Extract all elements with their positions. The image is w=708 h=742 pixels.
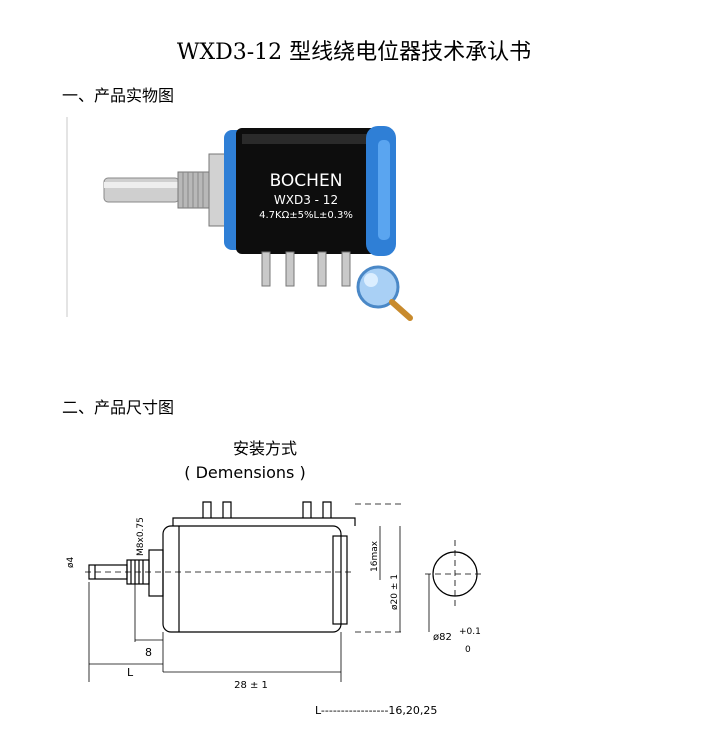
dim-shaft-dia: ø4 — [66, 556, 76, 568]
model-label: WXD3 - 12 — [274, 193, 338, 207]
product-photo: BOCHEN WXD3 - 12 4.7KΩ±5%L±0.3% — [66, 117, 413, 321]
dimension-drawing: 安装方式 ( Demensions ) ø4 M8x0.75 8 L 28 ± … — [66, 439, 485, 717]
dim-tol-upper: +0.1 — [459, 627, 481, 637]
section-heading-photo: 一、产品实物图 — [62, 86, 175, 105]
length-legend: L-----------------16,20,25 — [315, 704, 437, 717]
brand-label: BOCHEN — [270, 171, 343, 191]
drawing-caption-cn: 安装方式 — [233, 439, 297, 458]
dim-tol-lower: 0 — [465, 645, 471, 655]
drawing-body — [162, 525, 342, 633]
drawing-caption-en: ( Demensions ) — [184, 463, 305, 482]
magnifier-icon[interactable] — [356, 265, 413, 321]
dim-round-dia: ø82 — [433, 632, 452, 643]
dim-bushing: 8 — [145, 646, 152, 659]
dim-terminal-height: 16max — [370, 540, 380, 572]
document-title: WXD3-12 型线绕电位器技术承认书 — [176, 40, 532, 65]
body — [236, 128, 376, 254]
dim-body-length: 28 ± 1 — [234, 680, 268, 691]
spec-label: 4.7KΩ±5%L±0.3% — [259, 210, 353, 221]
dim-thread: M8x0.75 — [136, 517, 146, 556]
threaded-bushing — [177, 153, 226, 227]
terminals — [261, 251, 351, 287]
dim-length-label: L — [127, 666, 134, 679]
shaft — [103, 177, 180, 203]
section-heading-dimensions: 二、产品尺寸图 — [62, 398, 175, 417]
dim-body-dia: ø20 ± 1 — [390, 574, 400, 610]
round-end-view — [432, 551, 478, 597]
